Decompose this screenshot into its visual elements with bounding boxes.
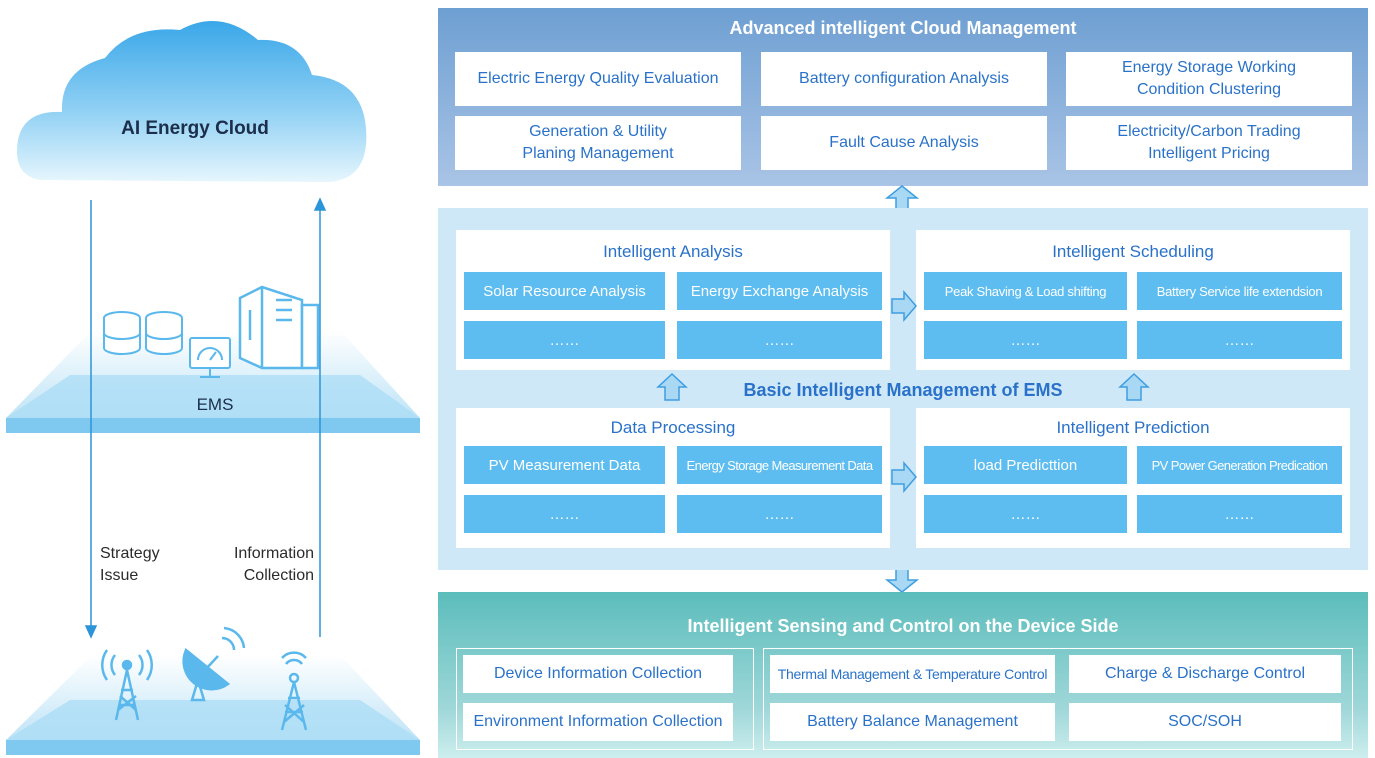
device-platform xyxy=(6,655,420,755)
scheduling-cell: Peak Shaving & Load shifting xyxy=(924,272,1127,310)
up-arrow-icon xyxy=(656,372,688,401)
intelligent-analysis-card: Intelligent Analysis Solar Resource Anal… xyxy=(456,230,890,370)
processing-cell: …… xyxy=(677,495,882,533)
analysis-cell: …… xyxy=(677,321,882,359)
up-arrow-icon xyxy=(1118,372,1150,401)
control-group xyxy=(763,648,1353,750)
cloud-cell: Battery configuration Analysis xyxy=(761,52,1047,106)
device-cell: Device Information Collection xyxy=(463,655,733,693)
prediction-cell: …… xyxy=(924,495,1127,533)
left-graphics xyxy=(6,21,420,755)
database-icon xyxy=(103,311,183,355)
ems-panel-title: Basic Intelligent Management of EMS xyxy=(743,380,1063,400)
prediction-cell: PV Power Generation Predication xyxy=(1137,446,1342,484)
processing-cell: …… xyxy=(464,495,665,533)
device-cell: Charge & Discharge Control xyxy=(1069,655,1341,693)
data-processing-card: Data Processing PV Measurement Data Ener… xyxy=(456,408,890,548)
scheduling-cell: …… xyxy=(1137,321,1342,359)
cloud-cell: Generation & Utility Planing Management xyxy=(455,116,741,170)
monitor-gauge-icon xyxy=(189,337,231,378)
scheduling-cell: …… xyxy=(924,321,1127,359)
radio-tower-icon xyxy=(280,651,308,731)
collection-group xyxy=(456,648,754,750)
prediction-cell: load Predicttion xyxy=(924,446,1127,484)
information-collection-label: Information Collection xyxy=(233,545,314,584)
device-panel-title: Intelligent Sensing and Control on the D… xyxy=(687,616,1119,636)
card-title: Intelligent Scheduling xyxy=(1052,242,1214,261)
analysis-cell: Solar Resource Analysis xyxy=(464,272,665,310)
intelligent-scheduling-card: Intelligent Scheduling Peak Shaving & Lo… xyxy=(916,230,1350,370)
signal-tower-icon xyxy=(100,649,154,721)
cloud-icon xyxy=(16,21,367,183)
strategy-issue-arrow xyxy=(84,200,98,639)
ems-platform-label: EMS xyxy=(196,395,234,414)
processing-cell: Energy Storage Measurement Data xyxy=(677,446,882,484)
information-collection-arrow xyxy=(313,197,327,637)
device-cell: SOC/SOH xyxy=(1069,703,1341,741)
cloud-label: AI Energy Cloud xyxy=(121,118,269,139)
intelligent-prediction-card: Intelligent Prediction load Predicttion … xyxy=(916,408,1350,548)
card-title: Intelligent Analysis xyxy=(603,242,743,261)
cloud-panel-title: Advanced intelligent Cloud Management xyxy=(729,18,1077,38)
analysis-cell: Energy Exchange Analysis xyxy=(677,272,882,310)
device-cell: Battery Balance Management xyxy=(770,703,1055,741)
cloud-cell: Energy Storage Working Condition Cluster… xyxy=(1066,52,1352,106)
cloud-management-panel: Advanced intelligent Cloud Management El… xyxy=(438,8,1368,186)
analysis-cell: …… xyxy=(464,321,665,359)
card-title: Intelligent Prediction xyxy=(1056,418,1210,437)
strategy-issue-label: Strategy Issue xyxy=(100,545,160,584)
ems-management-panel: Intelligent Analysis Solar Resource Anal… xyxy=(438,208,1368,570)
card-title: Data Processing xyxy=(610,418,736,437)
scheduling-cell: Battery Service life extendsion xyxy=(1137,272,1342,310)
satellite-dish-icon xyxy=(182,626,246,702)
right-arrow-icon xyxy=(891,290,917,322)
prediction-cell: …… xyxy=(1137,495,1342,533)
device-control-panel: Intelligent Sensing and Control on the D… xyxy=(438,592,1368,758)
processing-cell: PV Measurement Data xyxy=(464,446,665,484)
cloud-cell: Electricity/Carbon Trading Intelligent P… xyxy=(1066,116,1352,170)
cloud-cell: Electric Energy Quality Evaluation xyxy=(455,52,741,106)
server-cabinet-icon xyxy=(238,285,320,370)
device-cell: Thermal Management & Temperature Control xyxy=(770,655,1055,693)
right-arrow-icon xyxy=(891,461,917,493)
device-cell: Environment Information Collection xyxy=(463,703,733,741)
cloud-cell: Fault Cause Analysis xyxy=(761,116,1047,170)
